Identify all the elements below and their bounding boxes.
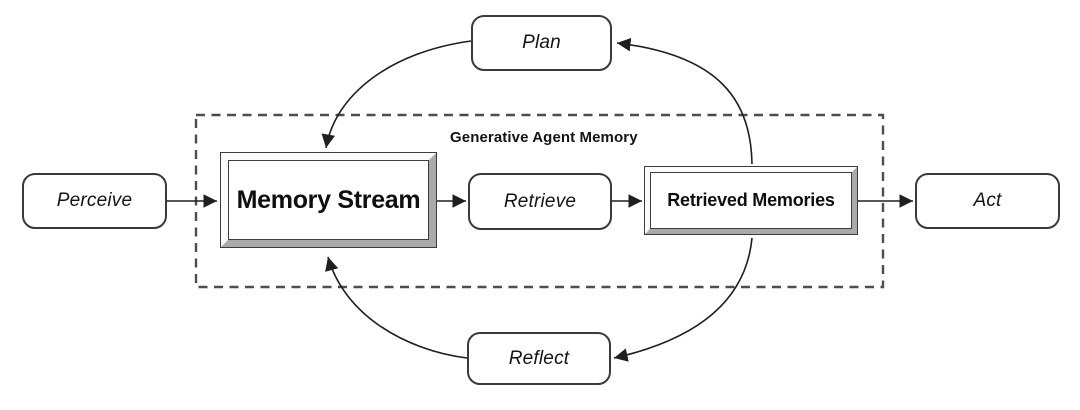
memory-boundary-label: Generative Agent Memory [450,129,638,146]
node-perceive-label: Perceive [56,190,133,211]
arrow-retrieved-memories-to-plan [616,37,753,165]
arrow-plan-to-memory-stream [321,40,472,149]
node-retrieve-label: Retrieve [503,190,577,212]
node-retrieve: Retrieve [468,173,612,230]
arrow-retrieved-memories-to-reflect [613,237,753,362]
node-plan: Plan [471,15,612,71]
node-reflect: Reflect [467,332,611,385]
node-perceive: Perceive [22,173,167,229]
node-memory-stream: Memory Stream [220,152,437,248]
node-act: Act [915,173,1060,229]
arrow-reflect-to-memory-stream [325,256,468,359]
node-plan-label: Plan [522,32,561,53]
node-act-label: Act [973,190,1002,211]
node-memory-stream-label: Memory Stream [228,160,429,240]
memory-stream-bevel [221,153,436,247]
node-retrieved-memories: Retrieved Memories [644,166,858,235]
node-reflect-label: Reflect [508,347,570,369]
node-retrieved-memories-label: Retrieved Memories [650,172,852,229]
retrieved-memories-bevel [645,167,857,234]
